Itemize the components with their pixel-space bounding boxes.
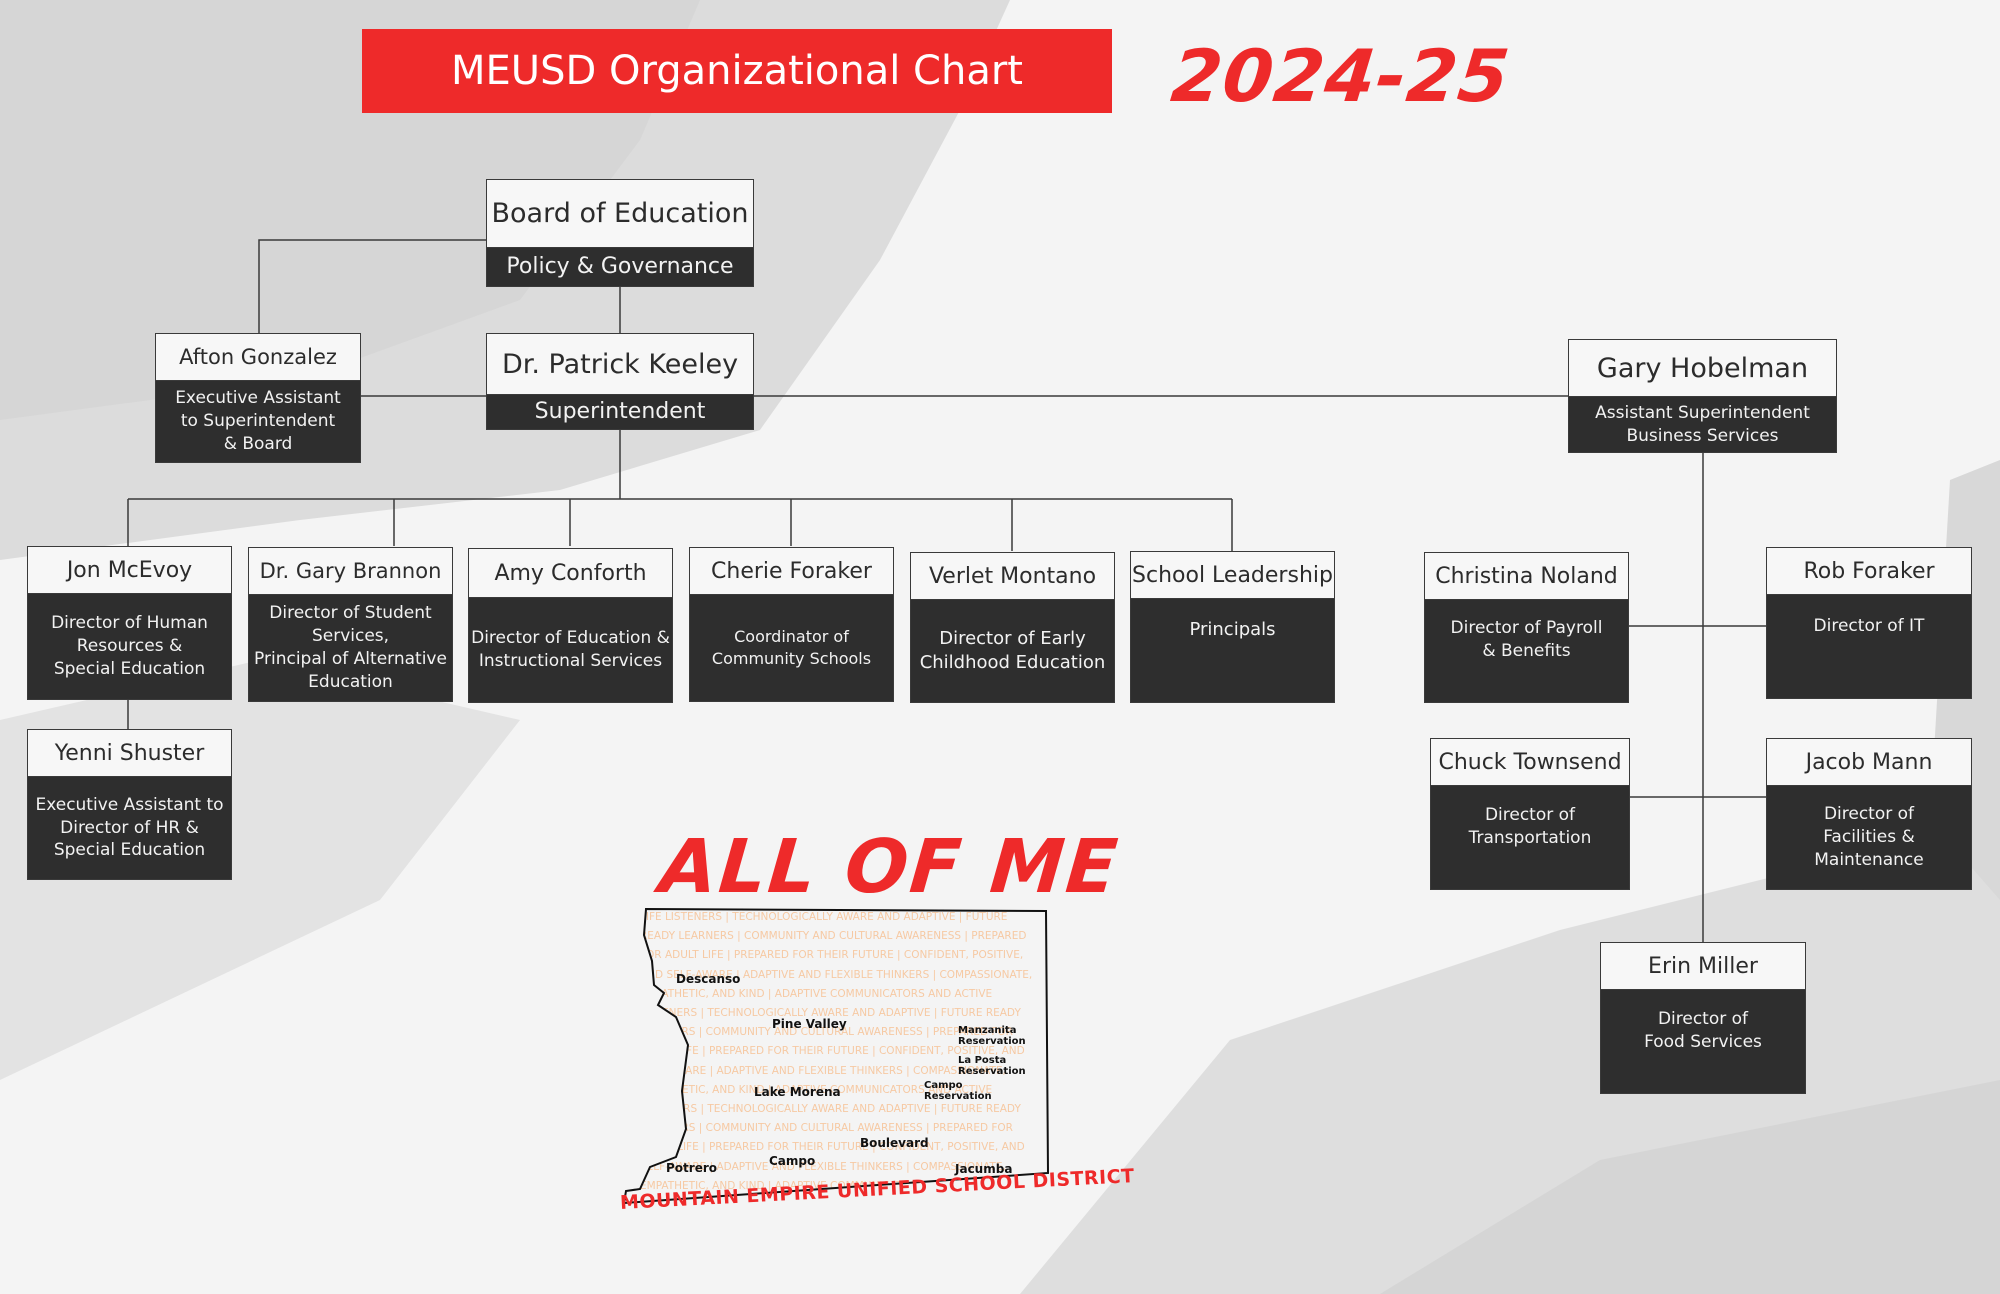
map-label-pine-valley: Pine Valley bbox=[772, 1017, 847, 1031]
node-role: Executive Assistant to Director of HR & … bbox=[35, 794, 224, 861]
node-role: Director of Human Resources & Special Ed… bbox=[51, 613, 208, 679]
node-name: Christina Noland bbox=[1425, 553, 1628, 600]
node-role: Executive Assistant to Superintendent & … bbox=[175, 388, 341, 454]
node-role: Policy & Governance bbox=[506, 254, 734, 280]
node-executive-assistant-superintendent: Afton Gonzalez Executive Assistant to Su… bbox=[155, 333, 361, 463]
node-director-food-services: Erin Miller Director of Food Services bbox=[1600, 942, 1806, 1094]
node-role: Director of Food Services bbox=[1644, 1008, 1762, 1052]
node-executive-assistant-hr: Yenni Shuster Executive Assistant to Dir… bbox=[27, 729, 232, 880]
node-name: Dr. Patrick Keeley bbox=[487, 334, 753, 395]
node-director-hr: Jon McEvoy Director of Human Resources &… bbox=[27, 546, 232, 700]
node-director-payroll: Christina Noland Director of Payroll & B… bbox=[1424, 552, 1629, 703]
node-name: Yenni Shuster bbox=[28, 730, 231, 777]
node-name: Amy Conforth bbox=[469, 549, 672, 598]
node-role: Director of Early Childhood Education bbox=[919, 627, 1106, 673]
map-label-potrero: Potrero bbox=[666, 1161, 717, 1175]
node-role: Director of IT bbox=[1813, 616, 1925, 637]
chart-title: MEUSD Organizational Chart bbox=[451, 48, 1023, 94]
map-label-la-posta: La Posta Reservation bbox=[958, 1055, 1026, 1077]
node-name: Verlet Montano bbox=[911, 553, 1114, 600]
logo-heading: ALL OF ME bbox=[656, 824, 1123, 910]
map-label-campo-reservation: Campo Reservation bbox=[924, 1080, 992, 1102]
node-role: Superintendent bbox=[534, 399, 706, 425]
node-name: Cherie Foraker bbox=[690, 548, 893, 595]
node-name: Jacob Mann bbox=[1767, 739, 1971, 786]
node-director-transportation: Chuck Townsend Director of Transportatio… bbox=[1430, 738, 1630, 890]
node-director-facilities: Jacob Mann Director of Facilities & Main… bbox=[1766, 738, 1972, 890]
node-role: Director of Payroll & Benefits bbox=[1450, 618, 1603, 661]
logo-word-cloud: LIFE LISTENERS | TECHNOLOGICALLY AWARE A… bbox=[640, 911, 1033, 1192]
node-superintendent: Dr. Patrick Keeley Superintendent bbox=[486, 333, 754, 430]
map-label-lake-morena: Lake Morena bbox=[754, 1085, 841, 1099]
node-board-of-education: Board of Education Policy & Governance bbox=[486, 179, 754, 287]
node-name: Jon McEvoy bbox=[28, 547, 231, 594]
node-role: Director of Facilities & Maintenance bbox=[1814, 804, 1924, 870]
node-name: Chuck Townsend bbox=[1431, 739, 1629, 786]
node-role: Principals bbox=[1189, 619, 1276, 641]
map-label-manzanita: Manzanita Reservation bbox=[958, 1025, 1026, 1047]
map-label-campo: Campo bbox=[769, 1154, 816, 1168]
node-name: Gary Hobelman bbox=[1569, 340, 1836, 397]
map-label-jacumba: Jacumba bbox=[955, 1162, 1013, 1176]
node-name: School Leadership bbox=[1131, 552, 1334, 599]
node-name: Rob Foraker bbox=[1767, 548, 1971, 595]
node-school-leadership: School Leadership Principals bbox=[1130, 551, 1335, 703]
node-director-student-services: Dr. Gary Brannon Director of Student Ser… bbox=[248, 547, 453, 702]
node-name: Dr. Gary Brannon bbox=[249, 548, 452, 595]
node-director-it: Rob Foraker Director of IT bbox=[1766, 547, 1972, 699]
node-role: Assistant Superintendent Business Servic… bbox=[1595, 402, 1810, 446]
node-name: Erin Miller bbox=[1601, 943, 1805, 990]
district-map-outline bbox=[620, 905, 1060, 1210]
node-role: Director of Education & Instructional Se… bbox=[471, 628, 670, 671]
node-name: Afton Gonzalez bbox=[156, 334, 360, 381]
node-coordinator-community-schools: Cherie Foraker Coordinator of Community … bbox=[689, 547, 894, 702]
node-role: Director of Transportation bbox=[1468, 804, 1592, 848]
map-label-descanso: Descanso bbox=[676, 972, 741, 986]
node-role: Coordinator of Community Schools bbox=[711, 627, 872, 668]
node-role: Director of Student Services, Principal … bbox=[254, 603, 447, 692]
node-name: Board of Education bbox=[487, 180, 753, 248]
node-assistant-superintendent: Gary Hobelman Assistant Superintendent B… bbox=[1568, 339, 1837, 453]
node-director-early-childhood: Verlet Montano Director of Early Childho… bbox=[910, 552, 1115, 703]
map-label-boulevard: Boulevard bbox=[860, 1136, 929, 1150]
node-director-education: Amy Conforth Director of Education & Ins… bbox=[468, 548, 673, 703]
chart-title-banner: MEUSD Organizational Chart bbox=[362, 29, 1112, 113]
